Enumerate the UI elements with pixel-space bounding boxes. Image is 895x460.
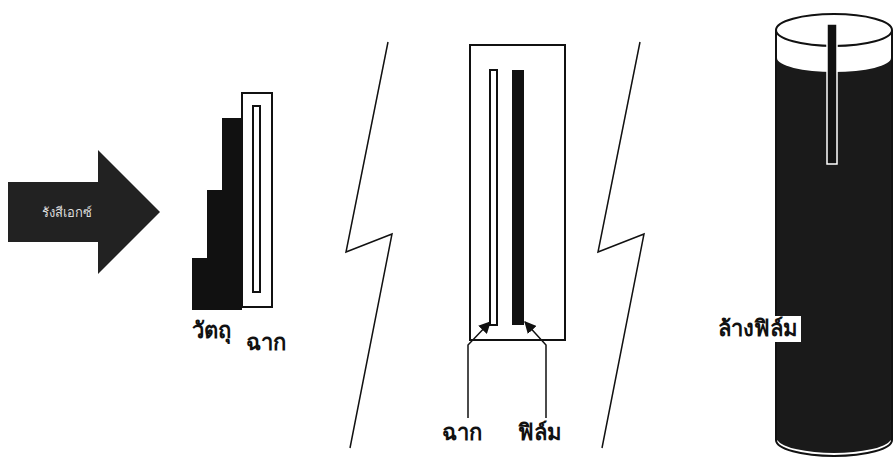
- break-line: [598, 42, 644, 448]
- screen-label: ฉาก: [442, 420, 482, 446]
- screen-in-cassette: [490, 70, 497, 325]
- break-line: [346, 42, 392, 448]
- stepped-object: [192, 118, 242, 310]
- screen-slot: [253, 106, 260, 292]
- film-label: ฟิล์ม: [518, 420, 562, 446]
- arrow-label-box: รังสีเอกซ์: [8, 182, 126, 242]
- arrow-text: รังสีเอกซ์: [42, 202, 92, 223]
- cassette: [470, 45, 565, 340]
- screen-panel: [242, 93, 272, 307]
- radiation-arrow: [8, 150, 160, 274]
- leader-line: [468, 322, 490, 418]
- develop-film-label: ล้างฟิล์ม: [715, 316, 801, 342]
- object-label: วัตถุ: [192, 318, 231, 344]
- film-strip: [827, 24, 837, 164]
- film-in-cassette: [512, 70, 524, 325]
- screen-label: ฉาก: [246, 330, 286, 356]
- leader-line: [525, 322, 546, 418]
